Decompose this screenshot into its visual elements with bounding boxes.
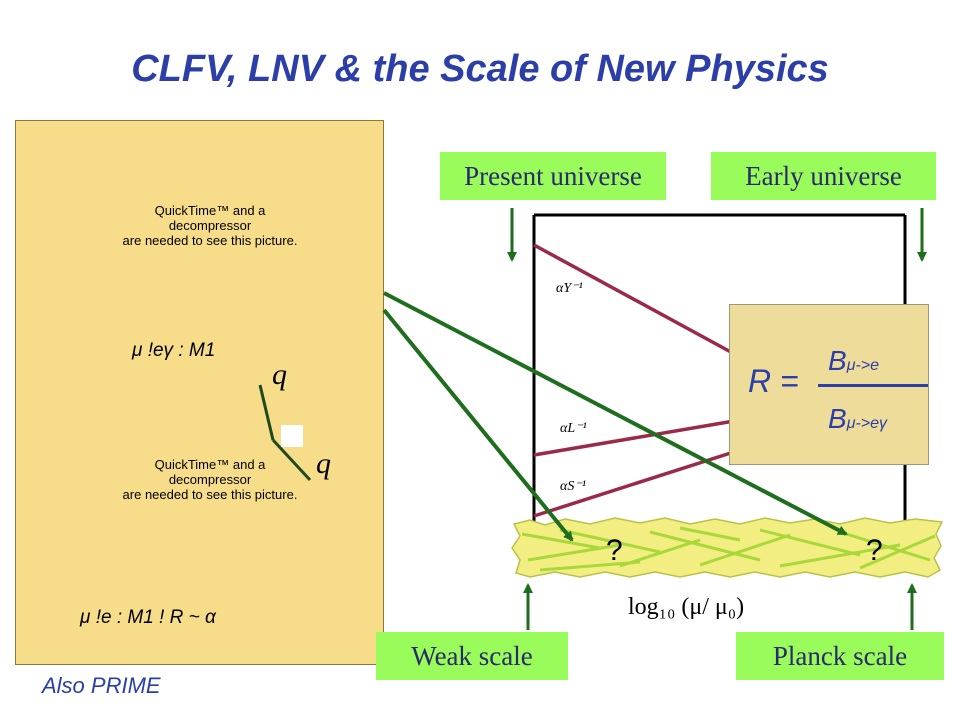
planck-scale-diagonal-arrow xyxy=(383,291,848,536)
weak-scale-diagonal-arrow xyxy=(382,308,574,542)
quark-label-bottom: q xyxy=(316,447,331,480)
fraction-bar xyxy=(818,384,928,387)
coupling-line-l xyxy=(533,418,741,457)
feynman-fermion-line xyxy=(258,384,312,482)
ratio-box: R = Bμ->e Bμ->eγ xyxy=(729,304,929,465)
present-universe-label: Present universe xyxy=(440,152,666,200)
feynman-diagram-panel xyxy=(15,120,384,665)
mu-e-conversion-label: μ !e : M1 ! R ~ α xyxy=(80,607,216,628)
coupling-line-y xyxy=(533,243,741,359)
coupling-label-s: αS⁻¹ xyxy=(560,479,586,494)
x-axis-label: log₁₀ (μ/ μ₀) xyxy=(628,594,744,620)
question-mark-weak: ? xyxy=(606,534,623,567)
slide-title: CLFV, LNV & the Scale of New Physics xyxy=(131,48,829,90)
early-universe-label: Early universe xyxy=(711,152,936,200)
coupling-label-y: αY⁻¹ xyxy=(556,281,583,296)
weak-scale-label: Weak scale xyxy=(376,632,568,680)
coupling-label-l: αL⁻¹ xyxy=(560,421,587,436)
quicktime-placeholder-1: QuickTime™ and a decompressor are needed… xyxy=(122,203,298,248)
mu-e-gamma-label: μ !eγ : M1 xyxy=(132,340,216,361)
question-mark-planck: ? xyxy=(866,534,883,567)
vertex-blob xyxy=(281,425,303,447)
footer-note: Also PRIME xyxy=(42,673,161,698)
ratio-numerator: Bμ->e xyxy=(828,345,880,376)
quicktime-placeholder-2: QuickTime™ and a decompressor are needed… xyxy=(122,457,298,502)
unknown-physics-band xyxy=(511,517,944,578)
ratio-lhs: R = xyxy=(748,363,799,399)
quark-label-top: q xyxy=(272,358,287,391)
ratio-denominator: Bμ->eγ xyxy=(828,403,888,434)
planck-scale-label: Planck scale xyxy=(736,632,944,680)
